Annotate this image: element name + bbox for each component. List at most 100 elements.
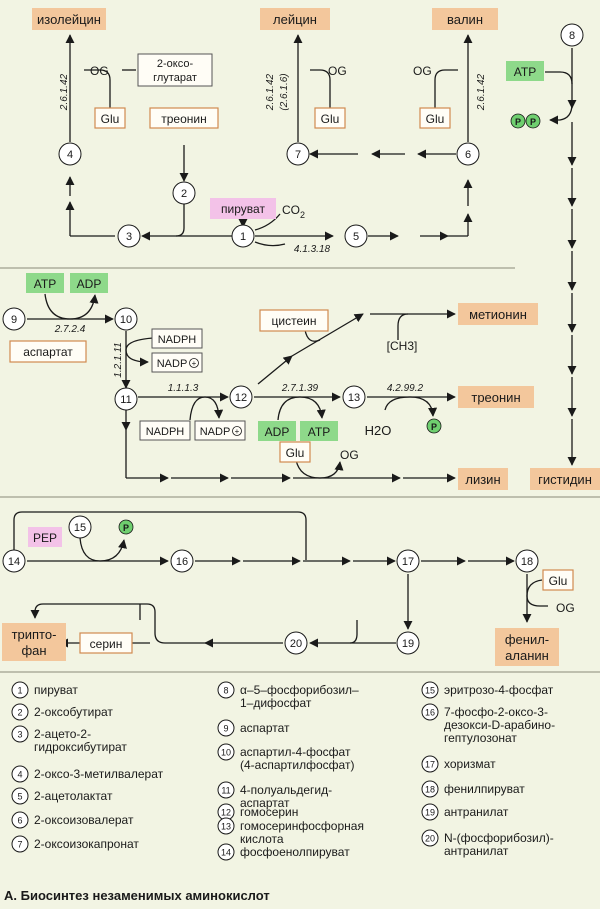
node-number: 9 xyxy=(11,314,17,326)
substrate-label: Glu xyxy=(286,446,305,460)
substrate-box-pyruvate: пируват xyxy=(210,198,276,219)
substrate-label: Glu xyxy=(426,112,445,126)
phosphate-label: P xyxy=(530,117,536,127)
node-5: 5 xyxy=(344,224,368,248)
node-13: 13 xyxy=(342,385,366,409)
legend-label: 7-фосфо-2-оксо-3- xyxy=(444,705,548,719)
legend-number: 6 xyxy=(17,816,22,826)
legend-label: аспартил-4-фосфат xyxy=(240,745,351,759)
product-box-tryptophan: трипто- фан xyxy=(2,623,66,661)
product-box-leucine: лейцин xyxy=(260,8,330,30)
node-1: 1 xyxy=(231,224,255,248)
legend-label: 2-оксо-3-метилвалерат xyxy=(34,767,164,781)
node-number: 4 xyxy=(67,149,73,161)
substrate-box-glu: Glu xyxy=(419,107,451,129)
node-2: 2 xyxy=(172,181,196,205)
og-label: OG xyxy=(556,601,575,615)
substrate-box-nadp: NADP + xyxy=(194,420,246,441)
substrate-box-serine: серин xyxy=(79,632,133,654)
substrate-label: Glu xyxy=(101,112,120,126)
legend-label: пируват xyxy=(34,683,78,697)
og-label: OG xyxy=(90,64,109,78)
methyl-label: [CH3] xyxy=(387,339,418,353)
og-label: OG xyxy=(413,64,432,78)
atp-label: ATP xyxy=(34,277,56,291)
node-number: 11 xyxy=(120,394,131,406)
legend-number: 5 xyxy=(17,792,22,802)
substrate-label: цистеин xyxy=(272,314,317,328)
substrate-label: NADPH xyxy=(146,426,185,438)
connector xyxy=(295,459,344,479)
arrow xyxy=(291,313,364,357)
node-20: 20 xyxy=(284,631,308,655)
substrate-label: 2-оксо- xyxy=(157,58,194,70)
legend-label: антранилат xyxy=(444,805,509,819)
substrate-label: Glu xyxy=(321,112,340,126)
legend-label: 2-ацето-2- xyxy=(34,727,91,741)
connector xyxy=(254,241,286,247)
node-number: 7 xyxy=(295,149,301,161)
node-11: 11 xyxy=(114,387,138,411)
node-6: 6 xyxy=(456,142,480,166)
water-label: H2O xyxy=(365,423,392,438)
product-label: лизин xyxy=(465,472,500,487)
node-15: 15 xyxy=(68,515,92,539)
substrate-box-glu: Glu xyxy=(94,107,126,129)
substrate-box-nadph: NADPH xyxy=(151,328,203,349)
connector xyxy=(189,396,224,421)
product-label: трипто- xyxy=(12,627,57,642)
connector xyxy=(310,69,331,108)
legend-label: кислота xyxy=(240,832,284,846)
node-number: 20 xyxy=(290,638,302,650)
node-7: 7 xyxy=(286,142,310,166)
connector xyxy=(79,537,127,562)
legend-label: 4-полуальдегид- xyxy=(240,783,332,797)
enzyme-code: 1.1.1.3 xyxy=(168,383,199,394)
node-number: 5 xyxy=(353,231,359,243)
legend-label: аспартат xyxy=(240,796,290,810)
product-box-lysine: лизин xyxy=(458,468,508,490)
legend-label: хоризмат xyxy=(444,757,496,771)
node-number: 15 xyxy=(74,522,86,534)
legend-number: 7 xyxy=(17,840,22,850)
connector xyxy=(125,337,154,367)
product-box-threonine: треонин xyxy=(458,386,534,408)
product-label: аланин xyxy=(505,648,549,663)
legend-label: 2-оксоизокапронат xyxy=(34,837,139,851)
connector xyxy=(526,579,548,607)
phosphate-label: P xyxy=(515,117,521,127)
node-number: 2 xyxy=(181,188,187,200)
node-3: 3 xyxy=(117,224,141,248)
enzyme-code: 4.2.99.2 xyxy=(387,383,424,394)
enzyme-code: 2.7.1.39 xyxy=(281,383,319,394)
phosphate-icon: P xyxy=(118,519,134,535)
phosphate-label: P xyxy=(431,422,437,432)
substrate-label: глутарат xyxy=(153,72,197,84)
phosphate-icon: P xyxy=(426,418,442,434)
connector xyxy=(13,511,307,560)
connector xyxy=(434,69,458,108)
substrate-label: PEP xyxy=(33,531,57,545)
figure-caption: А. Биосинтез незаменимых аминокислот xyxy=(4,888,270,903)
connector xyxy=(44,293,99,320)
legend-label: (4-аспартилфосфат) xyxy=(240,758,354,772)
legend-item: 7 2-оксоизокапронат xyxy=(11,835,139,853)
substrate-label: аспартат xyxy=(23,345,73,359)
node-number: 3 xyxy=(126,231,132,243)
plus-label: + xyxy=(235,427,240,436)
legend-label: аспартат xyxy=(240,721,290,735)
node-number: 17 xyxy=(402,556,414,568)
connector xyxy=(277,396,326,421)
adp-box: ADP xyxy=(258,421,296,441)
legend-label: N-(фосфорибозил)- xyxy=(444,831,554,845)
connector xyxy=(549,103,573,125)
substrate-box-nadp: NADP + xyxy=(151,352,203,373)
product-label: фан xyxy=(21,643,46,658)
